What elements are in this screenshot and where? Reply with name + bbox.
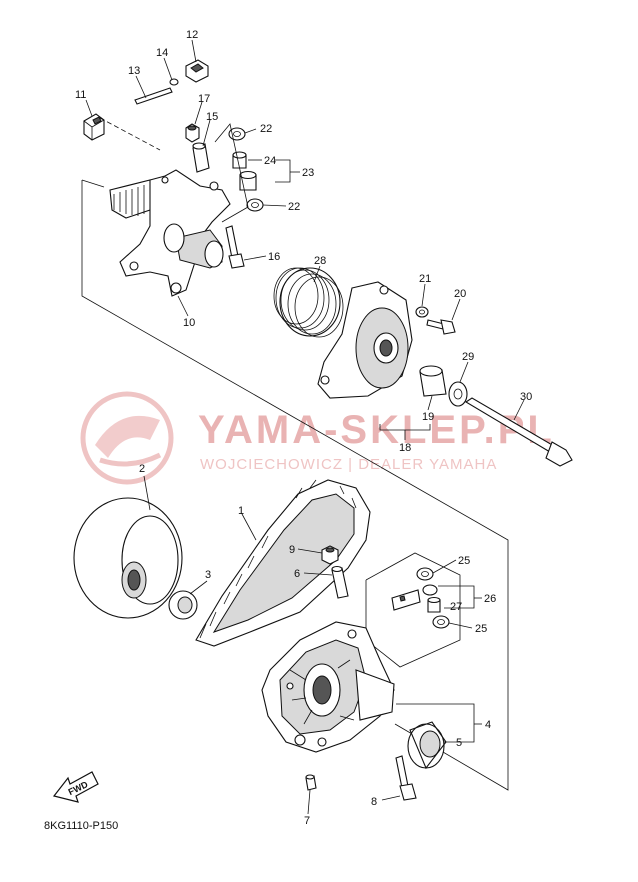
- part-18-cover-assembly: [317, 281, 413, 399]
- part-12-bracket: [185, 59, 209, 83]
- callout-23: 23: [302, 167, 314, 179]
- callout-10: 10: [183, 317, 195, 329]
- part-1-drive-belt: [195, 479, 371, 647]
- callout-22-lower: 22: [288, 201, 300, 213]
- part-20-bolt: [426, 319, 456, 335]
- callout-numbers: 12 14 13 11 17 15 22 24 23 22 16 28 10 2…: [75, 29, 532, 827]
- callout-26: 26: [484, 593, 496, 605]
- leader-lines: [85, 39, 525, 815]
- part-9-nut: [321, 545, 339, 565]
- callout-25-lower: 25: [475, 623, 487, 635]
- callout-16: 16: [268, 251, 280, 263]
- part-24-collar: [232, 151, 247, 169]
- part-26-slider: [391, 584, 438, 611]
- part-7-plug: [305, 774, 317, 791]
- callout-7: 7: [304, 815, 310, 827]
- part-5-bearing: [407, 721, 447, 770]
- callout-11: 11: [75, 89, 86, 101]
- part-13-pin: [134, 87, 173, 105]
- watermark-subtitle: WOJCIECHOWICZ | DEALER YAMAHA: [200, 456, 497, 473]
- callout-27: 27: [450, 601, 462, 613]
- watermark-logo: [80, 391, 174, 485]
- callout-3: 3: [205, 569, 211, 581]
- callout-30: 30: [520, 391, 532, 403]
- diagram-code: 8KG1110-P150: [44, 820, 118, 832]
- part-16-bolt: [225, 225, 245, 269]
- callout-20: 20: [454, 288, 466, 300]
- part-14-clip: [169, 78, 179, 86]
- part-2-movable-sheave: [73, 497, 183, 619]
- part-27-collar: [427, 596, 441, 613]
- part-23-collar: [239, 170, 257, 191]
- callout-17: 17: [198, 93, 210, 105]
- callout-5: 5: [456, 737, 462, 749]
- part-28-spring: [273, 267, 344, 338]
- part-21-washer: [415, 306, 429, 318]
- callout-14: 14: [156, 47, 168, 59]
- part-22-washer-lower: [246, 198, 264, 212]
- callout-1: 1: [238, 505, 244, 517]
- callout-15: 15: [206, 111, 218, 123]
- callout-2: 2: [139, 463, 145, 475]
- part-11-bracket: [83, 113, 105, 141]
- callout-24: 24: [264, 155, 276, 167]
- part-4-sheave-assembly: [261, 621, 395, 753]
- callout-25-upper: 25: [458, 555, 470, 567]
- part-15-collar: [192, 142, 210, 173]
- callout-21: 21: [419, 273, 431, 285]
- part-10-fixed-sheave: [109, 169, 231, 297]
- centerline-upper: [99, 117, 161, 151]
- callout-12: 12: [186, 29, 198, 41]
- callout-6: 6: [294, 568, 300, 580]
- washer-group-outline: [214, 123, 249, 223]
- part-25-washer-upper: [416, 567, 434, 581]
- fwd-arrow: FWD: [52, 771, 99, 803]
- part-3-bushing: [168, 590, 198, 620]
- callout-22-upper: 22: [260, 123, 272, 135]
- callout-28: 28: [314, 255, 326, 267]
- part-8-bolt: [395, 755, 417, 801]
- callout-29: 29: [462, 351, 474, 363]
- part-30-long-bolt: [464, 397, 573, 467]
- part-6-pin: [331, 565, 349, 599]
- callout-19: 19: [422, 411, 434, 423]
- callout-18: 18: [399, 442, 411, 454]
- part-17-nut: [185, 123, 200, 143]
- callout-9: 9: [289, 544, 295, 556]
- callout-4: 4: [485, 719, 491, 731]
- callout-8: 8: [371, 796, 377, 808]
- part-29-washer: [448, 381, 468, 407]
- part-25-washer-lower: [432, 615, 450, 629]
- part-19-bushing: [419, 365, 447, 397]
- callout-13: 13: [128, 65, 140, 77]
